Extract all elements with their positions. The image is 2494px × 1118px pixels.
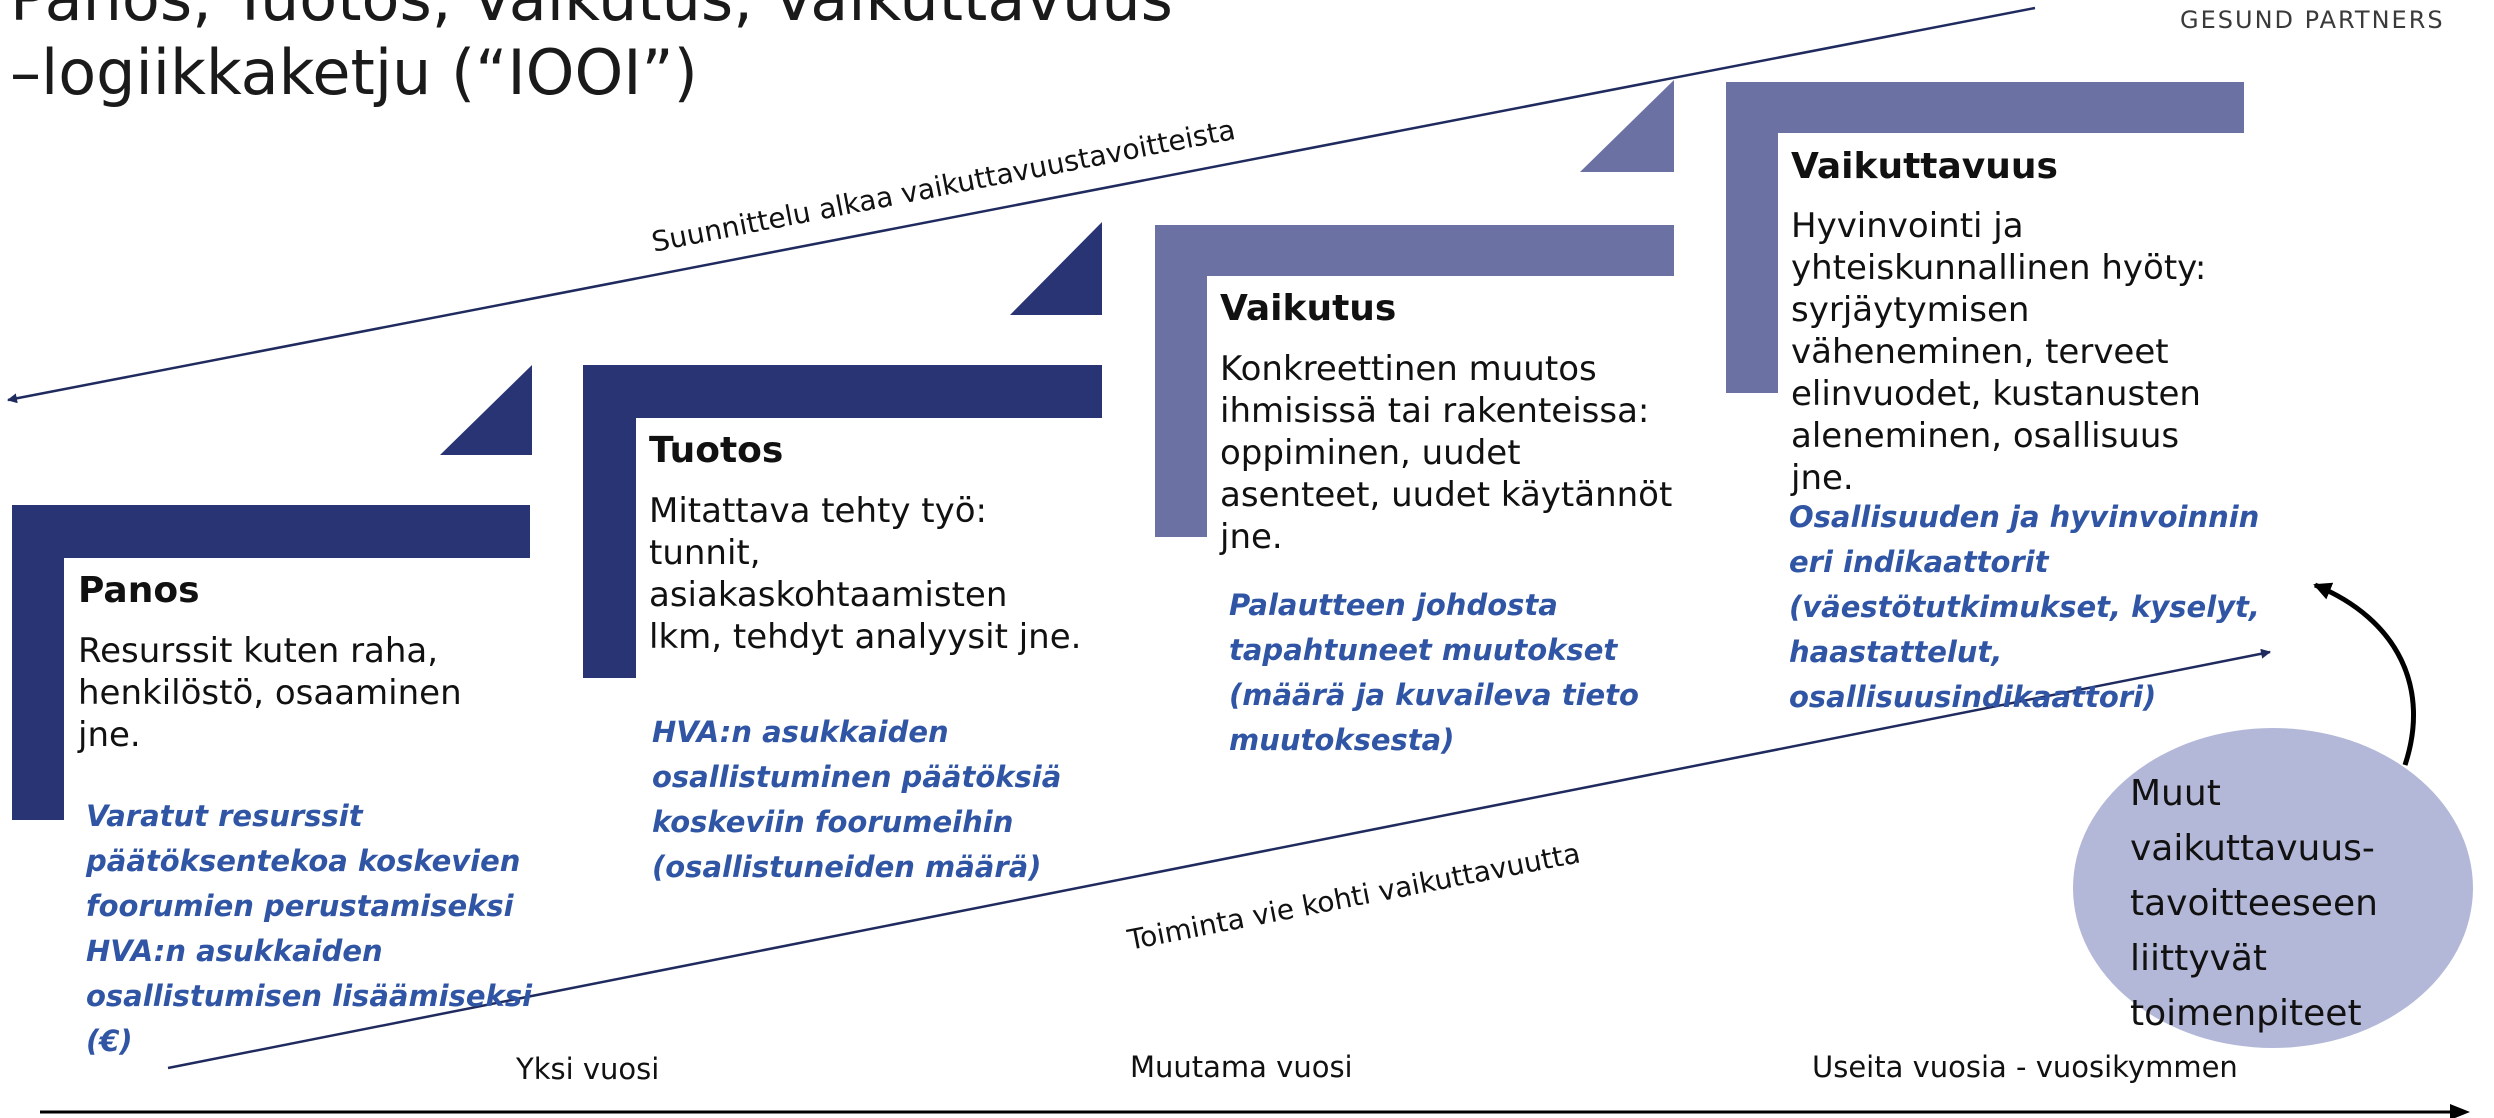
planning-arrow bbox=[7, 6, 2036, 404]
timeline-label-medium: Muutama vuosi bbox=[1130, 1050, 1353, 1084]
vaikutus-heading: Vaikutus bbox=[1220, 288, 1397, 329]
other-measures-text: Muut vaikuttavuus-tavoitteeseen liittyvä… bbox=[2130, 773, 2378, 1034]
panos-step-triangle bbox=[440, 365, 532, 455]
panos-indicator: Varatut resurssit päätöksentekoa koskevi… bbox=[86, 799, 533, 1058]
tuotos-step-triangle bbox=[1010, 222, 1102, 315]
vaikuttavuus-description: Hyvinvointi ja yhteiskunnallinen hyöty: … bbox=[1791, 206, 2207, 498]
vaikutus-indicator: Palautteen johdosta tapahtuneet muutokse… bbox=[1229, 588, 1639, 757]
vaikuttavuus-heading: Vaikuttavuus bbox=[1791, 146, 2058, 187]
tuotos-description: Mitattava tehty työ: tunnit, asiakaskoht… bbox=[649, 491, 1082, 657]
vaikutus-step-shape bbox=[1155, 225, 1674, 537]
vaikutus-step-triangle bbox=[1580, 80, 1674, 172]
other-measures-circle bbox=[2073, 728, 2473, 1048]
page-title: Panos, Tuotos, Vaikutus, Vaikuttavuus –l… bbox=[10, 0, 1173, 109]
timeline-label-long: Useita vuosia - vuosikymmen bbox=[1812, 1050, 2238, 1084]
vaikuttavuus-step-shape bbox=[1726, 82, 2244, 393]
panos-heading: Panos bbox=[78, 570, 200, 611]
timeline-arrowhead bbox=[2450, 1104, 2470, 1118]
tuotos-heading: Tuotos bbox=[649, 430, 784, 471]
tuotos-indicator: HVA:n asukkaiden osallistuminen päätöksi… bbox=[652, 715, 1062, 884]
tuotos-step-shape bbox=[583, 365, 1102, 678]
brand-label: GESUND PARTNERS bbox=[2180, 6, 2445, 34]
curved-arrow bbox=[2313, 582, 2416, 766]
panos-description: Resurssit kuten raha, henkilöstö, osaami… bbox=[78, 631, 462, 755]
vaikuttavuus-indicator: Osallisuuden ja hyvinvoinnin eri indikaa… bbox=[1789, 500, 2260, 714]
panos-step-shape bbox=[12, 505, 530, 820]
vaikutus-description: Konkreettinen muutos ihmisissä tai raken… bbox=[1220, 349, 1673, 557]
action-arrow bbox=[167, 648, 2271, 1070]
timeline-label-short: Yksi vuosi bbox=[516, 1052, 660, 1086]
